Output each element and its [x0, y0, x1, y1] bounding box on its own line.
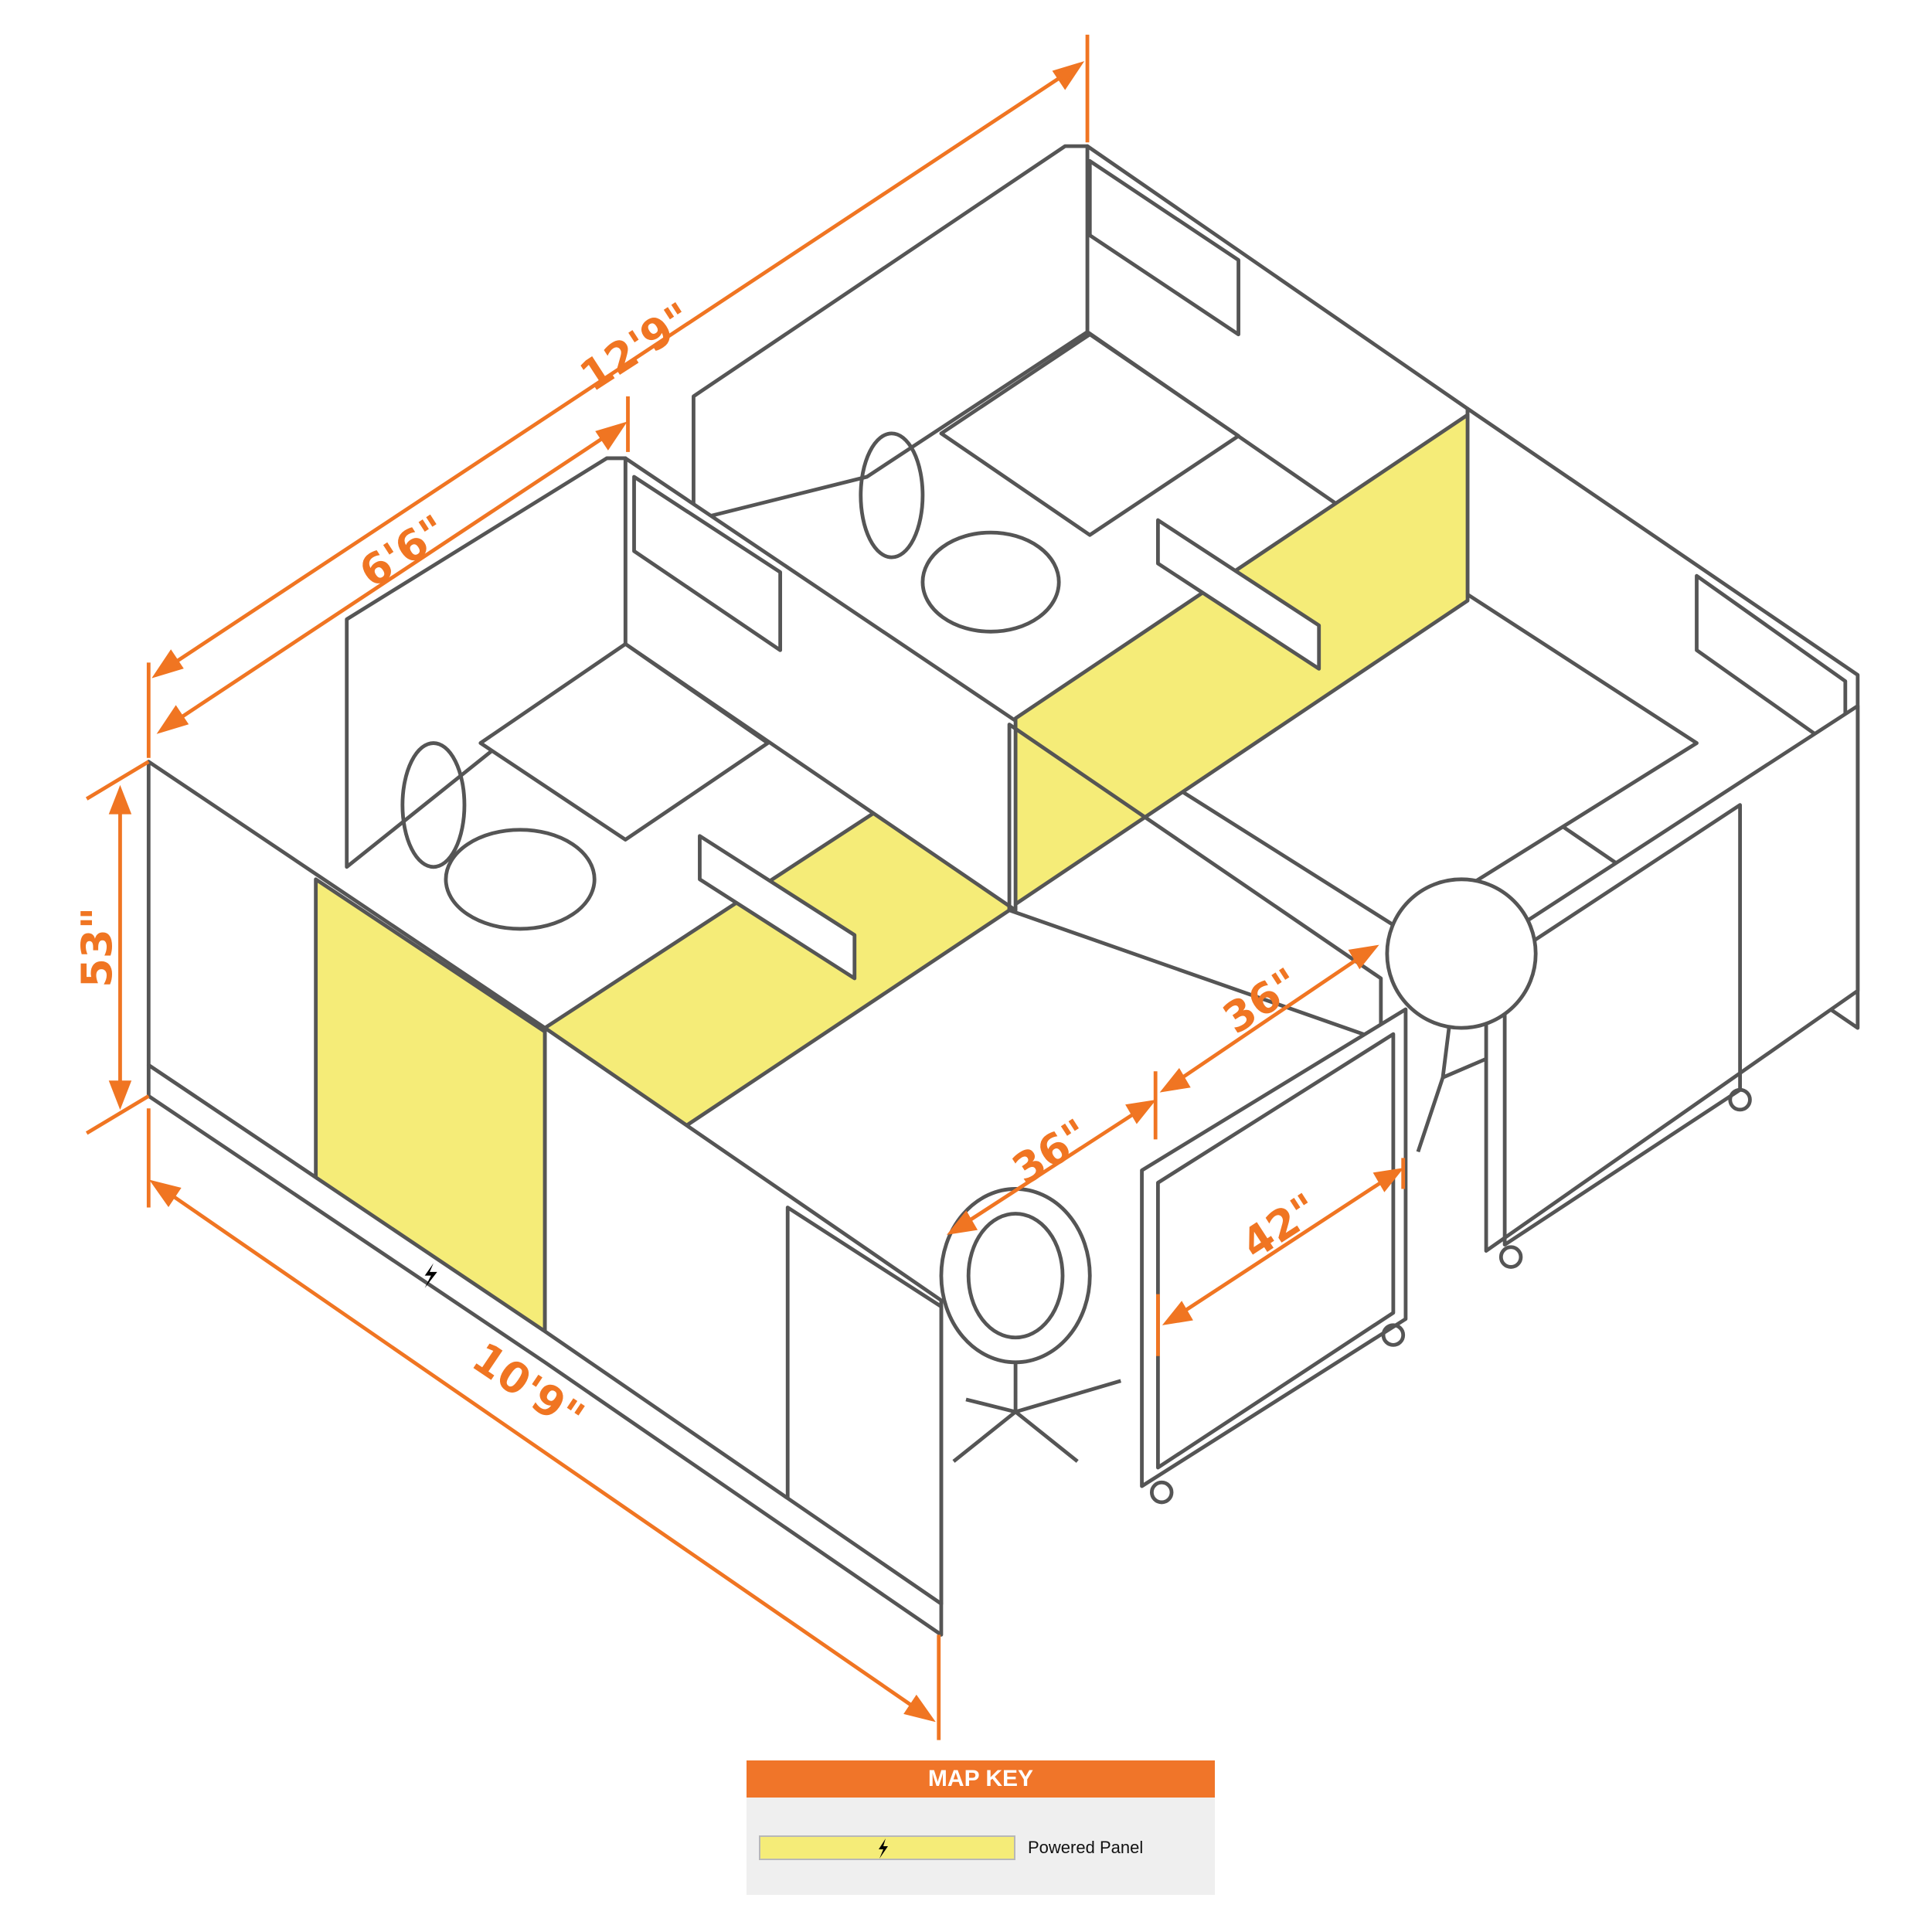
map-key-title: MAP KEY — [747, 1760, 1215, 1798]
office-chair — [859, 431, 1061, 634]
dimension-opening-upper: 36" — [1214, 958, 1308, 1043]
dimension-lines — [85, 34, 1406, 1740]
cubicle-back-right — [692, 144, 1860, 1253]
powered-panel-swatch — [759, 1835, 1015, 1860]
cubicle-back-left — [345, 456, 1321, 981]
mobile-panel-front — [1140, 1007, 1408, 1488]
powered-panel-label: Powered Panel — [1028, 1838, 1144, 1857]
dimension-overall-depth: 12'9" — [571, 293, 701, 401]
dimension-panel-height: 53" — [72, 907, 121, 988]
office-chair — [400, 741, 597, 931]
office-chair — [1385, 877, 1538, 1153]
map-key: MAP KEY Powered Panel — [747, 1760, 1215, 1895]
dimension-opening-lower: 36" — [1004, 1109, 1098, 1194]
cubicle-front-left — [146, 723, 1383, 1637]
caster-wheels — [1149, 1087, 1752, 1505]
lightning-bolt-icon — [424, 1263, 437, 1288]
lightning-bolt-icon — [879, 1838, 888, 1859]
